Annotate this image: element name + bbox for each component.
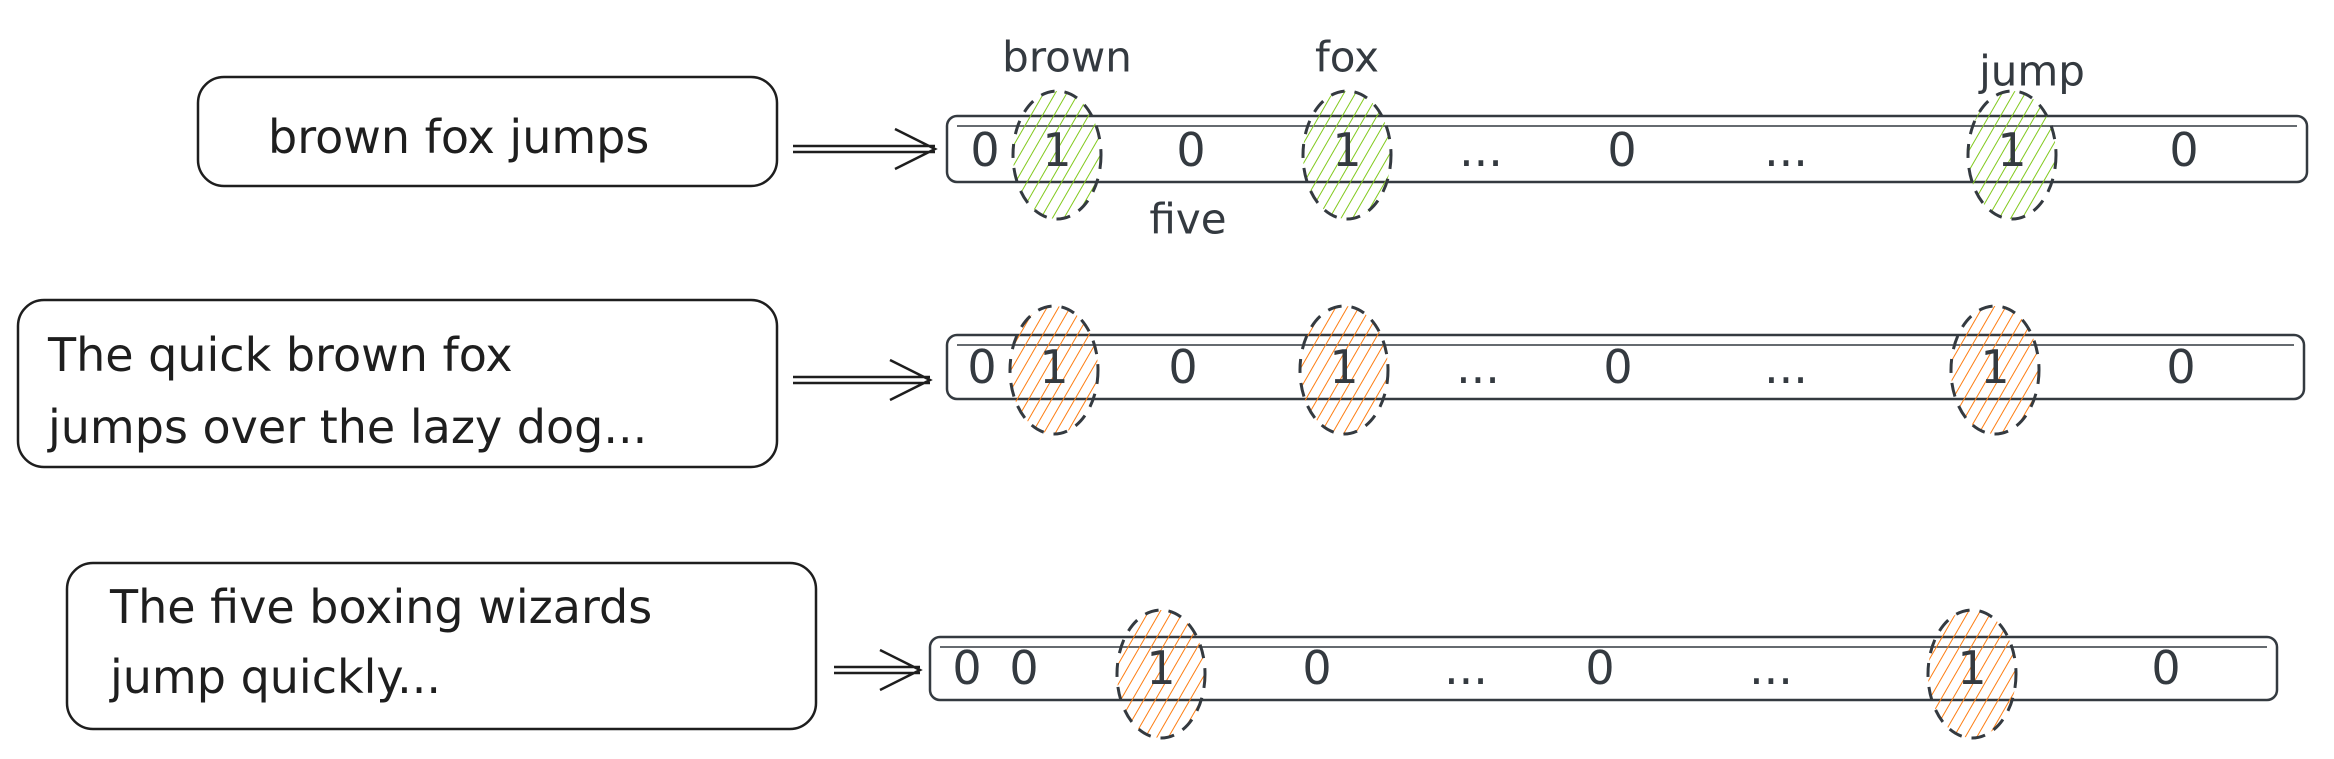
ellipsis-cell: ...: [1459, 123, 1503, 177]
highlight-ellipse: [1301, 89, 1393, 221]
vector-cell: 1: [1332, 123, 1361, 177]
highlight-ellipse: [1298, 304, 1390, 436]
highlight-ellipse: [1926, 608, 2018, 740]
input-text-line: brown fox jumps: [268, 110, 649, 164]
vector-cell: 1: [1980, 340, 2009, 394]
vector-cell: 1: [1039, 340, 1068, 394]
vector-cell: 0: [2151, 641, 2180, 695]
vector-cell: 0: [1603, 340, 1632, 394]
ellipsis-cell: ...: [1456, 340, 1500, 394]
vector-cell: 0: [1168, 340, 1197, 394]
vector-cell: 0: [2166, 340, 2195, 394]
highlight-ellipse: [1008, 304, 1100, 436]
input-text-line: jumps over the lazy dog...: [47, 400, 647, 454]
ellipsis-cell: ...: [1444, 641, 1488, 695]
vector-cell: 1: [1997, 123, 2026, 177]
vector-cell: 1: [1042, 123, 1071, 177]
vector-cell: 0: [1009, 641, 1038, 695]
arrow-icon: [834, 648, 923, 692]
vector-cell: 1: [1146, 641, 1175, 695]
vector-cell: 1: [1957, 641, 1986, 695]
ellipsis-cell: ...: [1749, 641, 1793, 695]
vector-cell: 0: [1302, 641, 1331, 695]
input-text-line: jump quickly...: [109, 650, 441, 704]
vector-bar: [945, 114, 2309, 184]
vector-cell: 0: [1585, 641, 1614, 695]
vector-cell: 0: [952, 641, 981, 695]
input-text-box: [16, 298, 779, 469]
ellipsis-cell: ...: [1764, 123, 1808, 177]
highlight-ellipse: [1115, 608, 1207, 740]
input-text-line: The five boxing wizards: [109, 580, 652, 634]
highlight-ellipse: [1011, 89, 1103, 221]
input-text-line: The quick brown fox: [47, 328, 513, 382]
vector-cell: 0: [1607, 123, 1636, 177]
vector-cell: 1: [1329, 340, 1358, 394]
vocab-label-jump: jump: [1978, 47, 2085, 96]
highlight-ellipse: [1966, 89, 2058, 221]
example-row: The quick brown fox jumps over the lazy d…: [16, 298, 2306, 469]
arrow-icon: [793, 127, 938, 171]
vector-cell: 0: [2169, 123, 2198, 177]
input-text-box: [196, 75, 779, 188]
vocab-label-brown: brown: [1002, 33, 1132, 82]
arrow-icon: [793, 358, 933, 402]
highlight-ellipse: [1949, 304, 2041, 436]
vector-cell: 0: [970, 123, 999, 177]
ellipsis-cell: ...: [1764, 340, 1808, 394]
vocab-label-fox: fox: [1315, 33, 1379, 82]
vocab-label-five: five: [1149, 195, 1226, 244]
vector-cell: 0: [967, 340, 996, 394]
input-text-box: [65, 561, 818, 731]
vector-cell: 0: [1176, 123, 1205, 177]
